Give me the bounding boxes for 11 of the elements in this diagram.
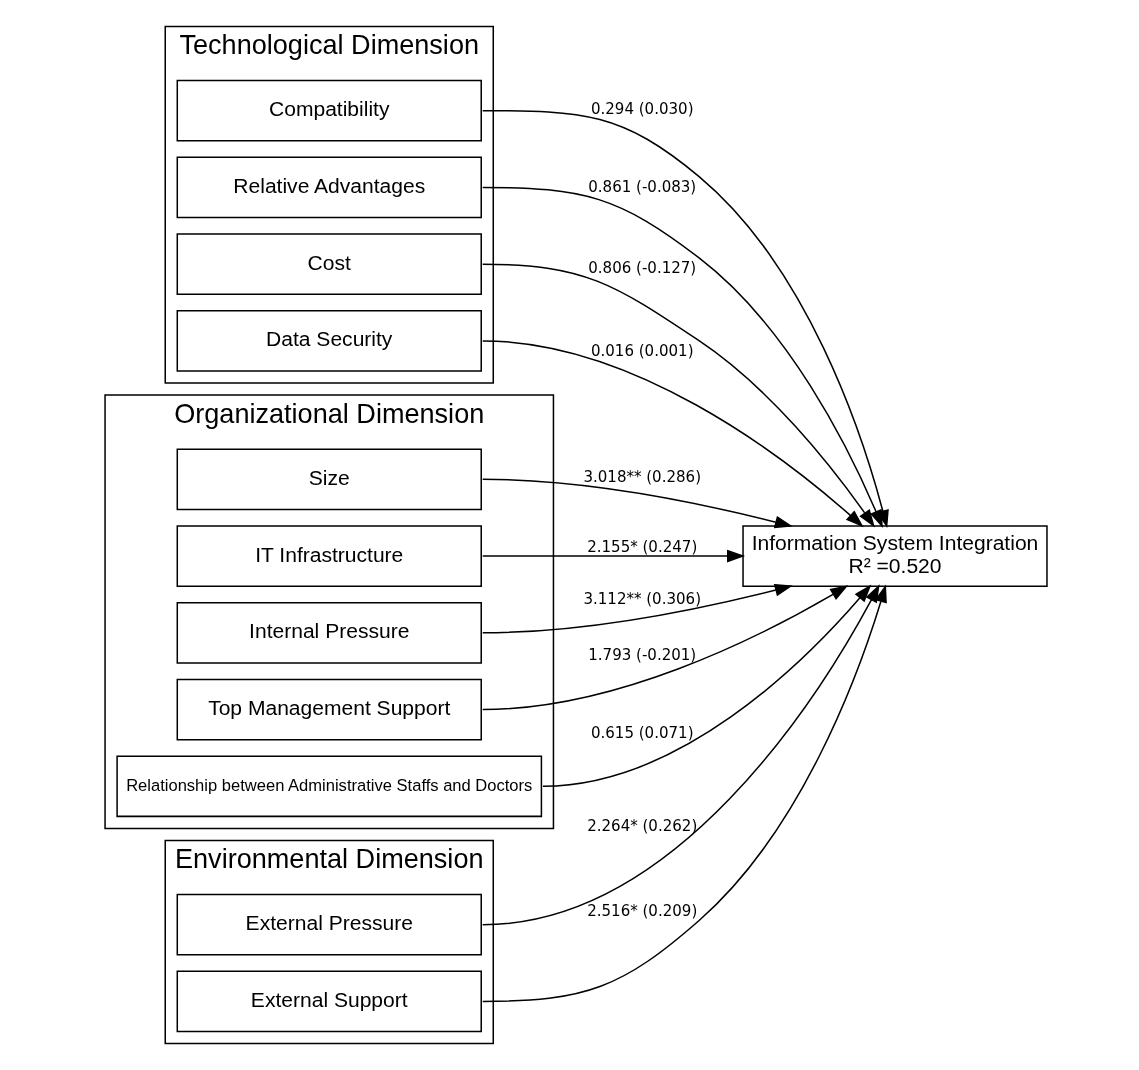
edge-label: 0.615 (0.071) (590, 724, 694, 743)
edge-label: 2.516* (0.209) (586, 901, 697, 920)
edge-label: 3.018** (0.286) (582, 468, 701, 487)
edge-label: 0.016 (0.001) (590, 341, 694, 360)
edge-label: 0.806 (-0.127) (587, 259, 696, 278)
edge-label: 0.861 (-0.083) (587, 177, 696, 196)
edge-label: 2.264* (0.262) (586, 817, 697, 836)
edge-label: 2.155* (0.247) (586, 537, 697, 556)
edge-label: 3.112** (0.306) (582, 590, 701, 609)
edge-label: 0.294 (0.030) (590, 99, 694, 118)
edge-label: 1.793 (-0.201) (587, 645, 696, 664)
